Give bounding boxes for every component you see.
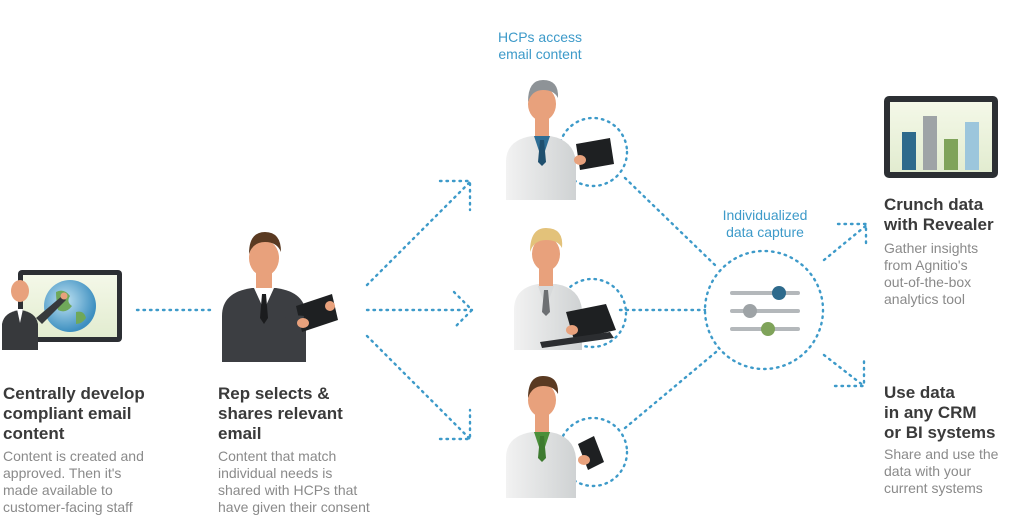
revealer-body: Gather insights from Agnitio's out-of-th… — [884, 240, 979, 307]
data-capture-ring — [703, 249, 825, 371]
rep-title: Rep selects & shares relevant email — [218, 384, 343, 443]
connector-hcp-top-to-capture — [623, 176, 718, 268]
rep-with-tablet-icon — [222, 232, 338, 362]
connectors — [135, 176, 870, 441]
arrowhead-hcp-middle — [452, 290, 474, 330]
connector-capture-to-revealer — [822, 222, 870, 262]
doctor-icon — [514, 228, 616, 350]
connector-capture-to-crm — [822, 353, 866, 388]
rep-body: Content that match individual needs is s… — [218, 448, 370, 515]
hcp-access-label: HCPs access email content — [497, 29, 583, 62]
presenter-at-screen-icon — [2, 270, 122, 350]
connector-hcp-bottom-to-capture — [623, 350, 718, 430]
crm-title: Use data in any CRM or BI systems — [884, 383, 996, 442]
develop-title: Centrally develop compliant email conten… — [3, 384, 145, 443]
sliders-icon — [730, 286, 800, 336]
bar-chart-monitor-icon — [884, 96, 998, 178]
develop-body: Content is created and approved. Then it… — [3, 448, 144, 515]
crm-body: Share and use the data with your current… — [884, 446, 999, 496]
connector-rep-to-hcp-top — [365, 180, 472, 287]
arrowhead-crm — [833, 358, 866, 388]
doctor-icon — [506, 80, 614, 200]
arrowhead-revealer — [836, 222, 868, 250]
connector-rep-to-hcp-bottom — [365, 334, 472, 441]
data-capture-label: Individualized data capture — [722, 207, 808, 240]
doctor-icon — [506, 376, 604, 498]
revealer-title: Crunch data with Revealer — [884, 195, 994, 234]
